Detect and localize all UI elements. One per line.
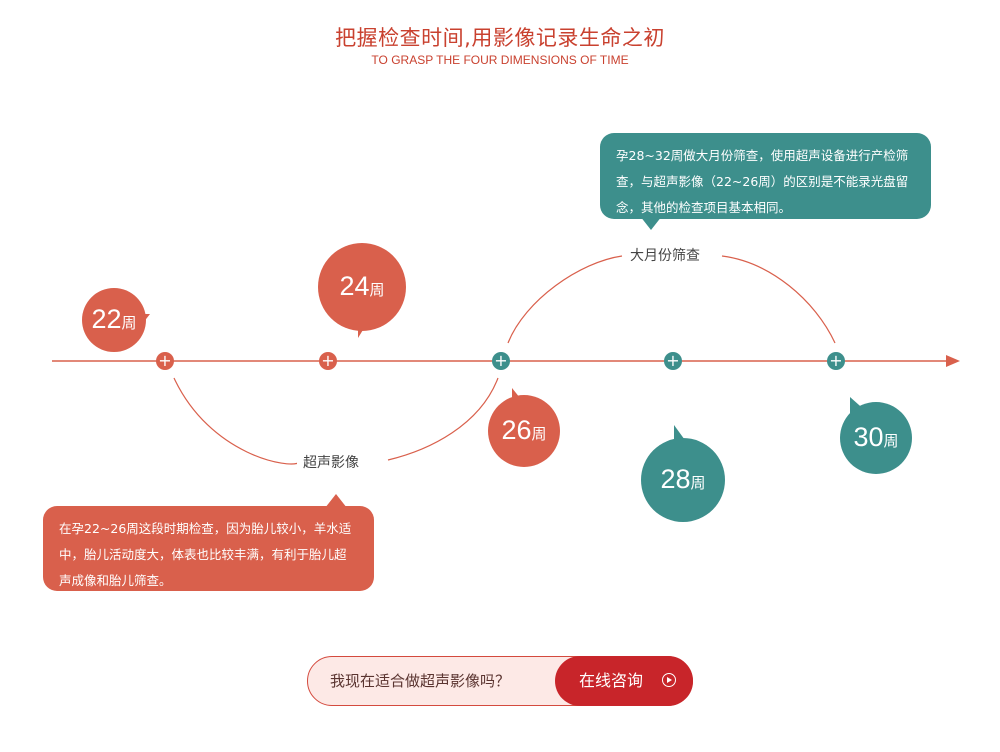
timeline-arrowhead [946, 355, 960, 367]
online-consult-button[interactable]: 在线咨询 [555, 656, 693, 706]
week-22-bubble: 22周 [82, 288, 146, 352]
screening-callout-tail [640, 216, 662, 230]
week-24-unit: 周 [369, 281, 385, 299]
week-24-number: 24 [339, 271, 370, 301]
week-26-unit: 周 [531, 425, 547, 443]
week-26-number: 26 [501, 415, 532, 445]
screening-arc-label: 大月份筛查 [624, 245, 706, 265]
week-28-unit: 周 [690, 474, 706, 492]
ultrasound-callout-tail [325, 494, 347, 508]
timeline-node-26-plus-icon[interactable]: + [492, 352, 510, 370]
week-30-number: 30 [853, 422, 884, 452]
page-title: 把握检查时间,用影像记录生命之初 [335, 26, 665, 50]
timeline-node-22-plus-icon[interactable]: + [156, 352, 174, 370]
screening-callout: 孕28~32周做大月份筛查，使用超声设备进行产检筛查，与超声影像（22~26周）… [600, 133, 931, 219]
timeline-node-28-plus-icon[interactable]: + [664, 352, 682, 370]
week-30-unit: 周 [883, 432, 899, 450]
week-30-bubble: 30周 [840, 402, 912, 474]
week-22-number: 22 [91, 304, 122, 334]
online-consult-label: 在线咨询 [579, 671, 644, 690]
ultrasound-arc-right [387, 377, 499, 461]
consult-bar: 我现在适合做超声影像吗？ 在线咨询 [307, 656, 693, 706]
ultrasound-arc-left [173, 377, 301, 465]
screening-arc-left [507, 255, 623, 344]
screening-arc-right [721, 255, 836, 344]
week-26-bubble: 26周 [488, 395, 560, 467]
week-28-bubble: 28周 [641, 438, 725, 522]
circle-arrow-right-icon [662, 673, 676, 687]
timeline-node-24-plus-icon[interactable]: + [319, 352, 337, 370]
timeline-node-30-plus-icon[interactable]: + [827, 352, 845, 370]
week-24-bubble: 24周 [318, 243, 406, 331]
ultrasound-arc-label: 超声影像 [297, 452, 365, 472]
consult-question: 我现在适合做超声影像吗？ [330, 672, 511, 690]
week-28-number: 28 [660, 464, 691, 494]
ultrasound-callout: 在孕22~26周这段时期检查，因为胎儿较小，羊水适中，胎儿活动度大，体表也比较丰… [43, 506, 374, 591]
week-22-unit: 周 [121, 314, 137, 332]
page-subtitle: TO GRASP THE FOUR DIMENSIONS OF TIME [371, 53, 629, 67]
